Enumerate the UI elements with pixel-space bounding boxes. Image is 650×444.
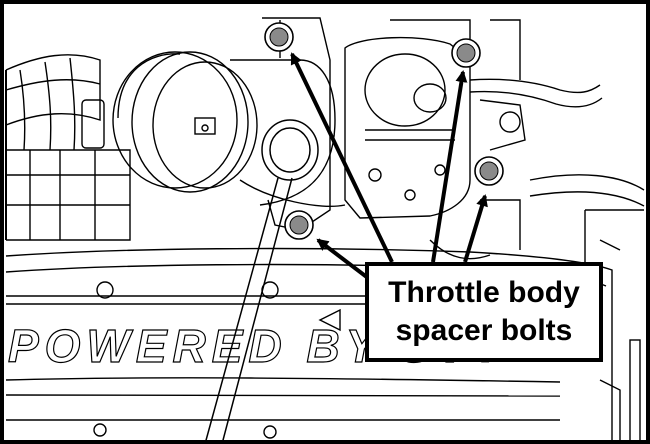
arrow-to-top-right-bolt bbox=[431, 70, 468, 263]
dipstick bbox=[204, 119, 319, 444]
arrow-to-top-left-bolt bbox=[290, 52, 394, 263]
spacer-bolts bbox=[264, 22, 504, 240]
callout-box: Throttle body spacer bolts bbox=[365, 262, 603, 362]
bolt-top-left bbox=[264, 22, 294, 52]
bolt-top-right bbox=[451, 38, 481, 68]
callout-arrows bbox=[290, 52, 488, 280]
callout-line-1: Throttle body bbox=[388, 276, 580, 309]
engine-linework bbox=[5, 17, 645, 444]
arrow-to-bottom-left-bolt bbox=[316, 238, 370, 280]
bolt-bottom-left bbox=[284, 210, 314, 240]
callout-line-2: spacer bolts bbox=[395, 314, 573, 347]
bolt-right bbox=[474, 156, 504, 186]
arrow-to-right-bolt bbox=[463, 194, 488, 263]
